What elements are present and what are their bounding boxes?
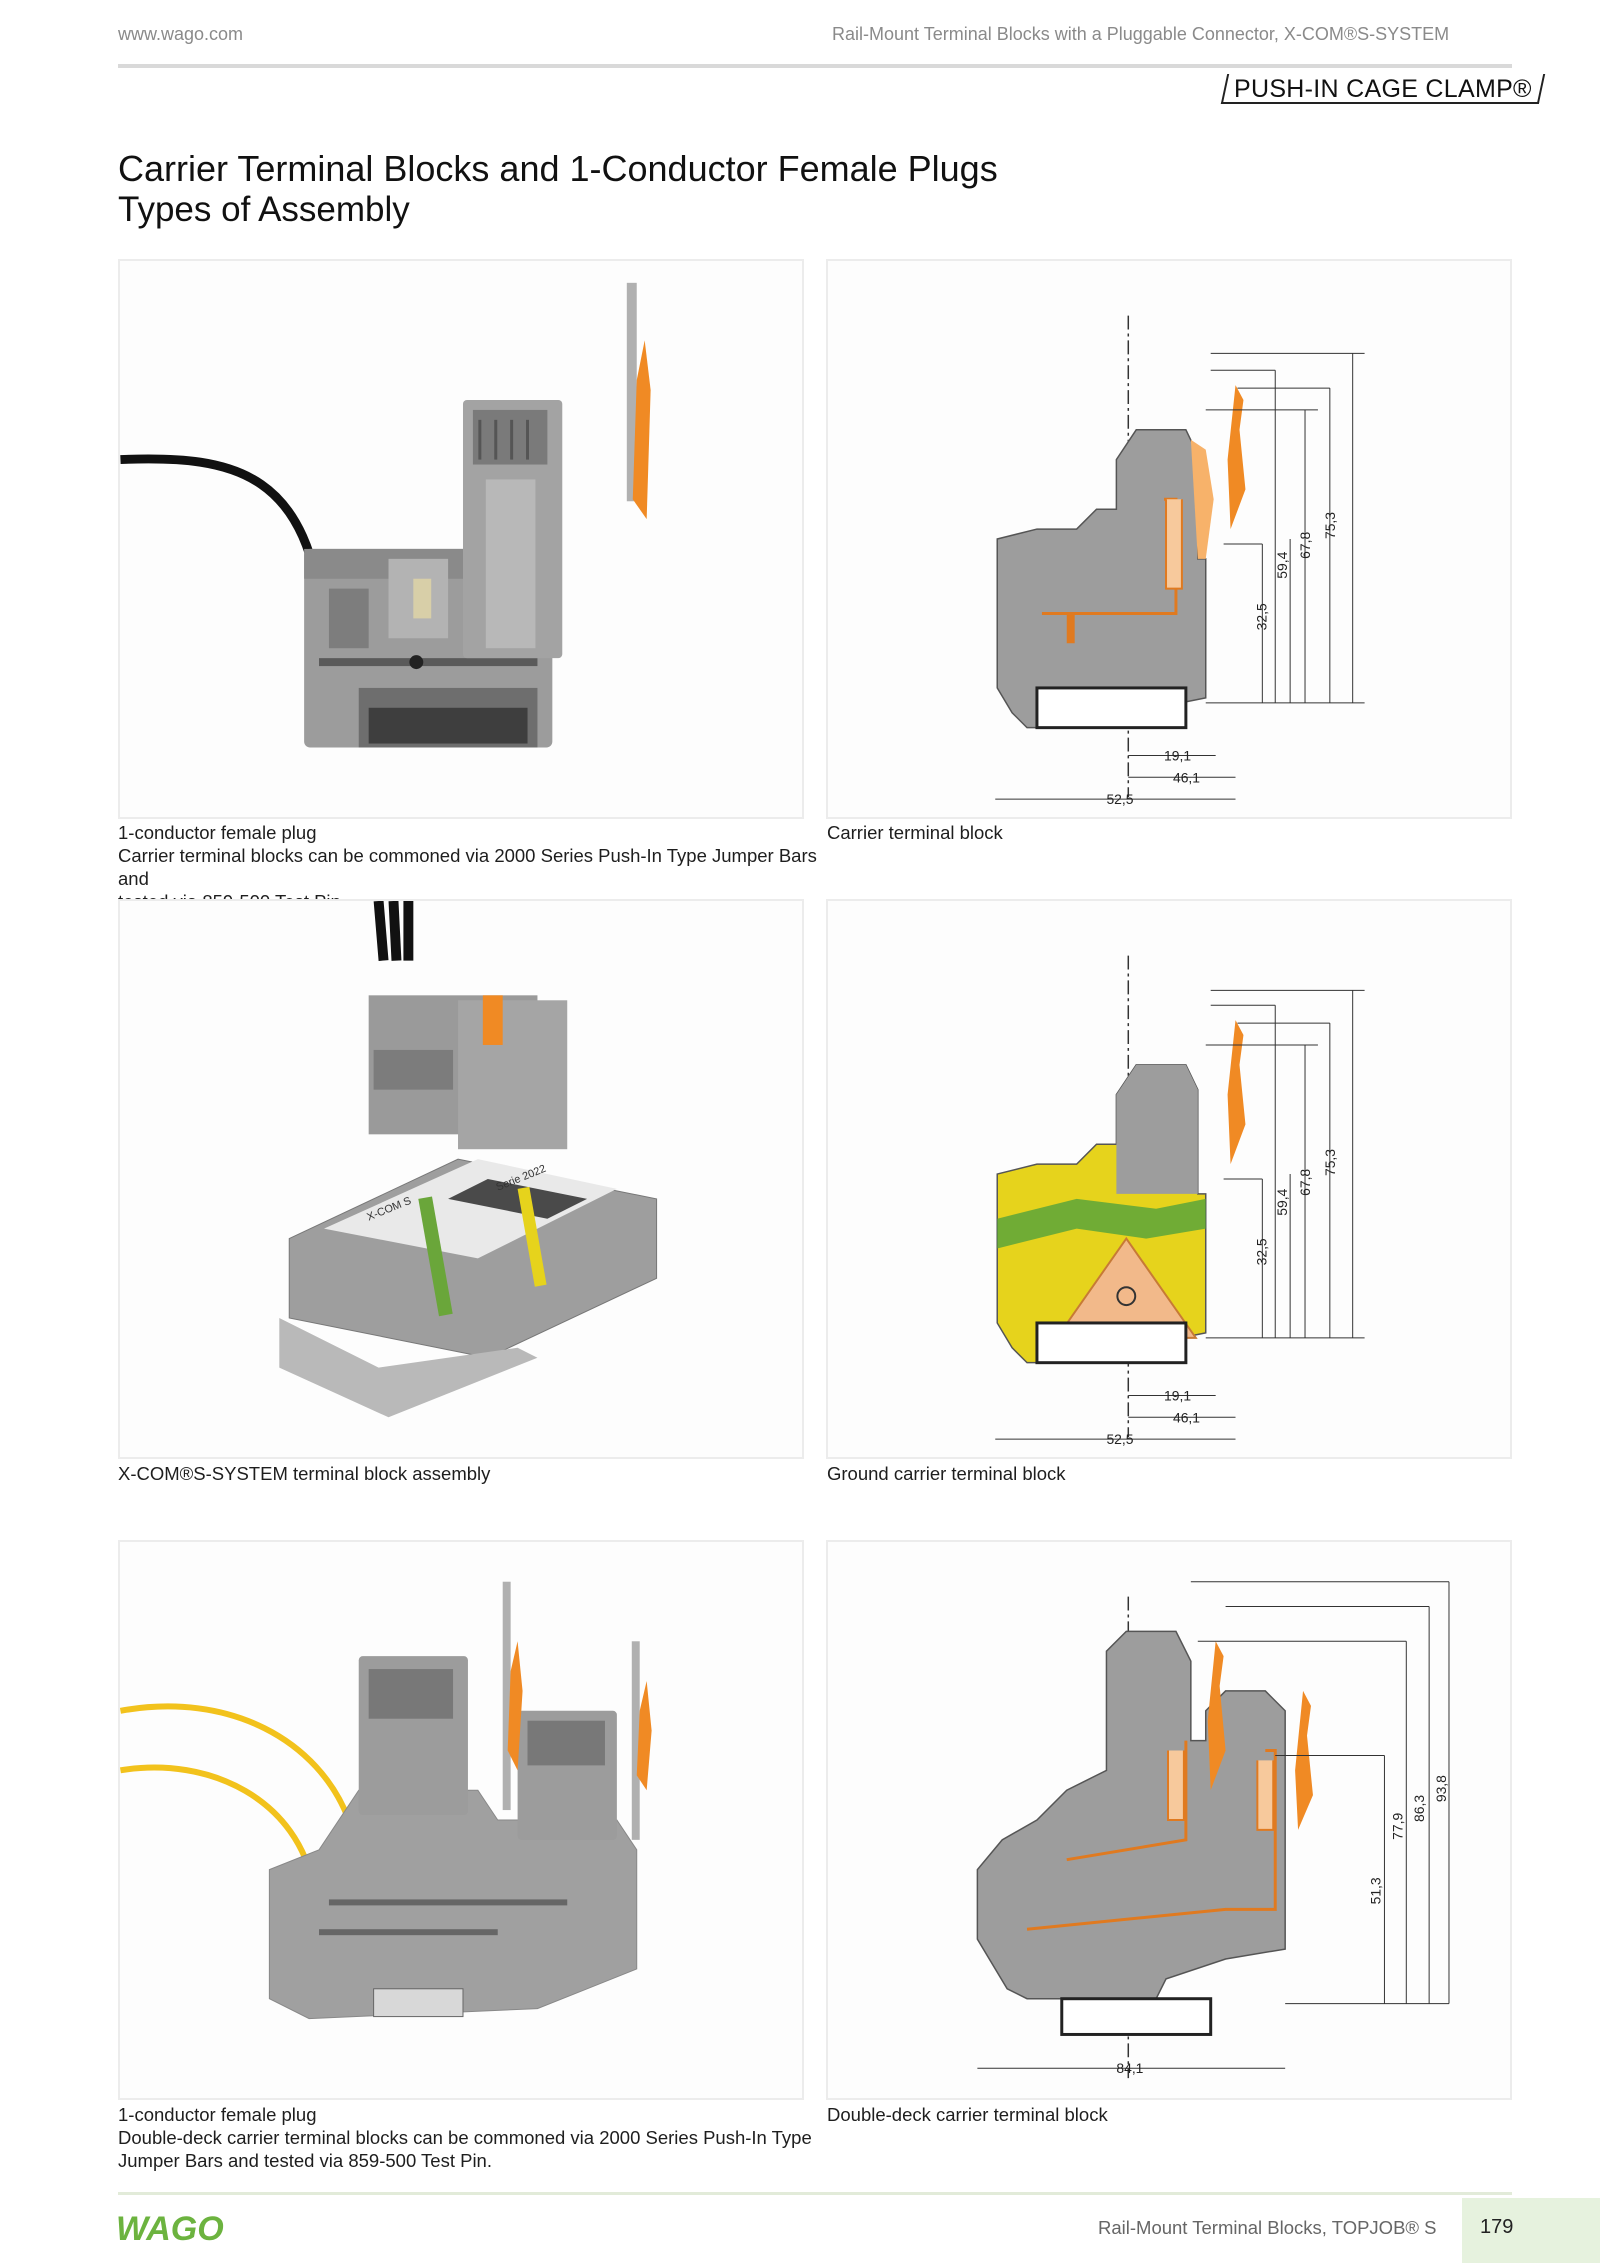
ground-dim-67-8: 67,8 (1297, 1169, 1313, 1196)
ground-dim-32-5: 32,5 (1253, 1238, 1269, 1265)
caption-3-line-1: X-COM®S-SYSTEM terminal block assembly (118, 1463, 491, 1484)
drawing-double-deck-block: 51,3 77,9 86,3 93,8 84,1 (826, 1540, 1512, 2100)
dim-75-3: 75,3 (1322, 512, 1338, 539)
photo-carrier-block-with-plug (118, 259, 804, 819)
ground-dim-52-5: 52,5 (1106, 1431, 1133, 1447)
dim-52-5: 52,5 (1106, 791, 1133, 807)
caption-4-line-1: Ground carrier terminal block (827, 1463, 1066, 1484)
dim-32-5: 32,5 (1253, 603, 1269, 630)
dim-59-4: 59,4 (1274, 551, 1290, 578)
carrier-block-photo-illustration (120, 282, 651, 748)
xcom-assembly-illustration: X-COM S Serie 2022 (279, 901, 658, 1418)
ground-dim-19-1: 19,1 (1164, 1387, 1191, 1403)
caption-5-line-3: Jumper Bars and tested via 859-500 Test … (118, 2150, 492, 2171)
header-section-title: Rail-Mount Terminal Blocks with a Plugga… (832, 24, 1450, 44)
push-in-cage-clamp-badge: PUSH-IN CAGE CLAMP® (1220, 74, 1545, 104)
double-deck-photo-illustration (120, 1581, 652, 2020)
caption-6-line-1: Double-deck carrier terminal block (827, 2104, 1108, 2125)
header-divider (118, 64, 1512, 68)
page-number: 179 (1480, 2216, 1514, 2238)
dd-dim-77-9: 77,9 (1389, 1813, 1405, 1840)
dd-dim-86-3: 86,3 (1411, 1795, 1427, 1822)
caption-panel-3: X-COM®S-SYSTEM terminal block assembly (118, 1462, 818, 1485)
caption-5-line-2: Double-deck carrier terminal blocks can … (118, 2127, 812, 2148)
ground-block-dimension-drawing: 32,5 59,4 67,8 75,3 19,1 46,1 52,5 (995, 955, 1365, 1447)
footer-section: Rail-Mount Terminal Blocks, TOPJOB® S (1098, 2217, 1437, 2238)
double-deck-dimension-drawing: 51,3 77,9 86,3 93,8 84,1 (976, 1581, 1450, 2079)
dd-dim-51-3: 51,3 (1367, 1877, 1383, 1904)
ground-dim-75-3: 75,3 (1322, 1149, 1338, 1176)
caption-panel-6: Double-deck carrier terminal block (827, 2103, 1527, 2126)
header-website: www.wago.com (118, 24, 244, 44)
page-subtitle: Types of Assembly (118, 190, 410, 229)
wago-logo-text: WAGO (116, 2210, 224, 2244)
photo-double-deck-with-plugs (118, 1540, 804, 2100)
photo-xcom-assembly: X-COM S Serie 2022 (118, 899, 804, 1459)
drawing-carrier-block: 32,5 59,4 67,8 75,3 19,1 46,1 52,5 (826, 259, 1512, 819)
page-number-box (1462, 2198, 1600, 2263)
caption-panel-5: 1-conductor female plug Double-deck carr… (118, 2103, 818, 2172)
dim-67-8: 67,8 (1297, 532, 1313, 559)
caption-5-line-1: 1-conductor female plug (118, 2104, 317, 2125)
caption-1-line-2: Carrier terminal blocks can be commoned … (118, 845, 817, 889)
carrier-block-dimension-drawing: 32,5 59,4 67,8 75,3 19,1 46,1 52,5 (995, 315, 1365, 807)
page-title: Carrier Terminal Blocks and 1-Conductor … (118, 148, 998, 189)
dim-19-1: 19,1 (1164, 747, 1191, 763)
footer-divider (118, 2192, 1512, 2195)
dd-dim-84-1: 84,1 (1116, 2060, 1143, 2076)
badge-label: PUSH-IN CAGE CLAMP® (1234, 75, 1532, 103)
caption-2-line-1: Carrier terminal block (827, 822, 1003, 843)
ground-dim-59-4: 59,4 (1274, 1188, 1290, 1215)
wago-logo: WAGO (116, 2210, 224, 2244)
caption-1-line-1: 1-conductor female plug (118, 822, 317, 843)
drawing-ground-carrier-block: 32,5 59,4 67,8 75,3 19,1 46,1 52,5 (826, 899, 1512, 1459)
caption-panel-2: Carrier terminal block (827, 821, 1527, 844)
dim-46-1: 46,1 (1173, 769, 1200, 785)
caption-panel-4: Ground carrier terminal block (827, 1462, 1527, 1485)
ground-dim-46-1: 46,1 (1173, 1409, 1200, 1425)
dd-dim-93-8: 93,8 (1433, 1775, 1449, 1802)
